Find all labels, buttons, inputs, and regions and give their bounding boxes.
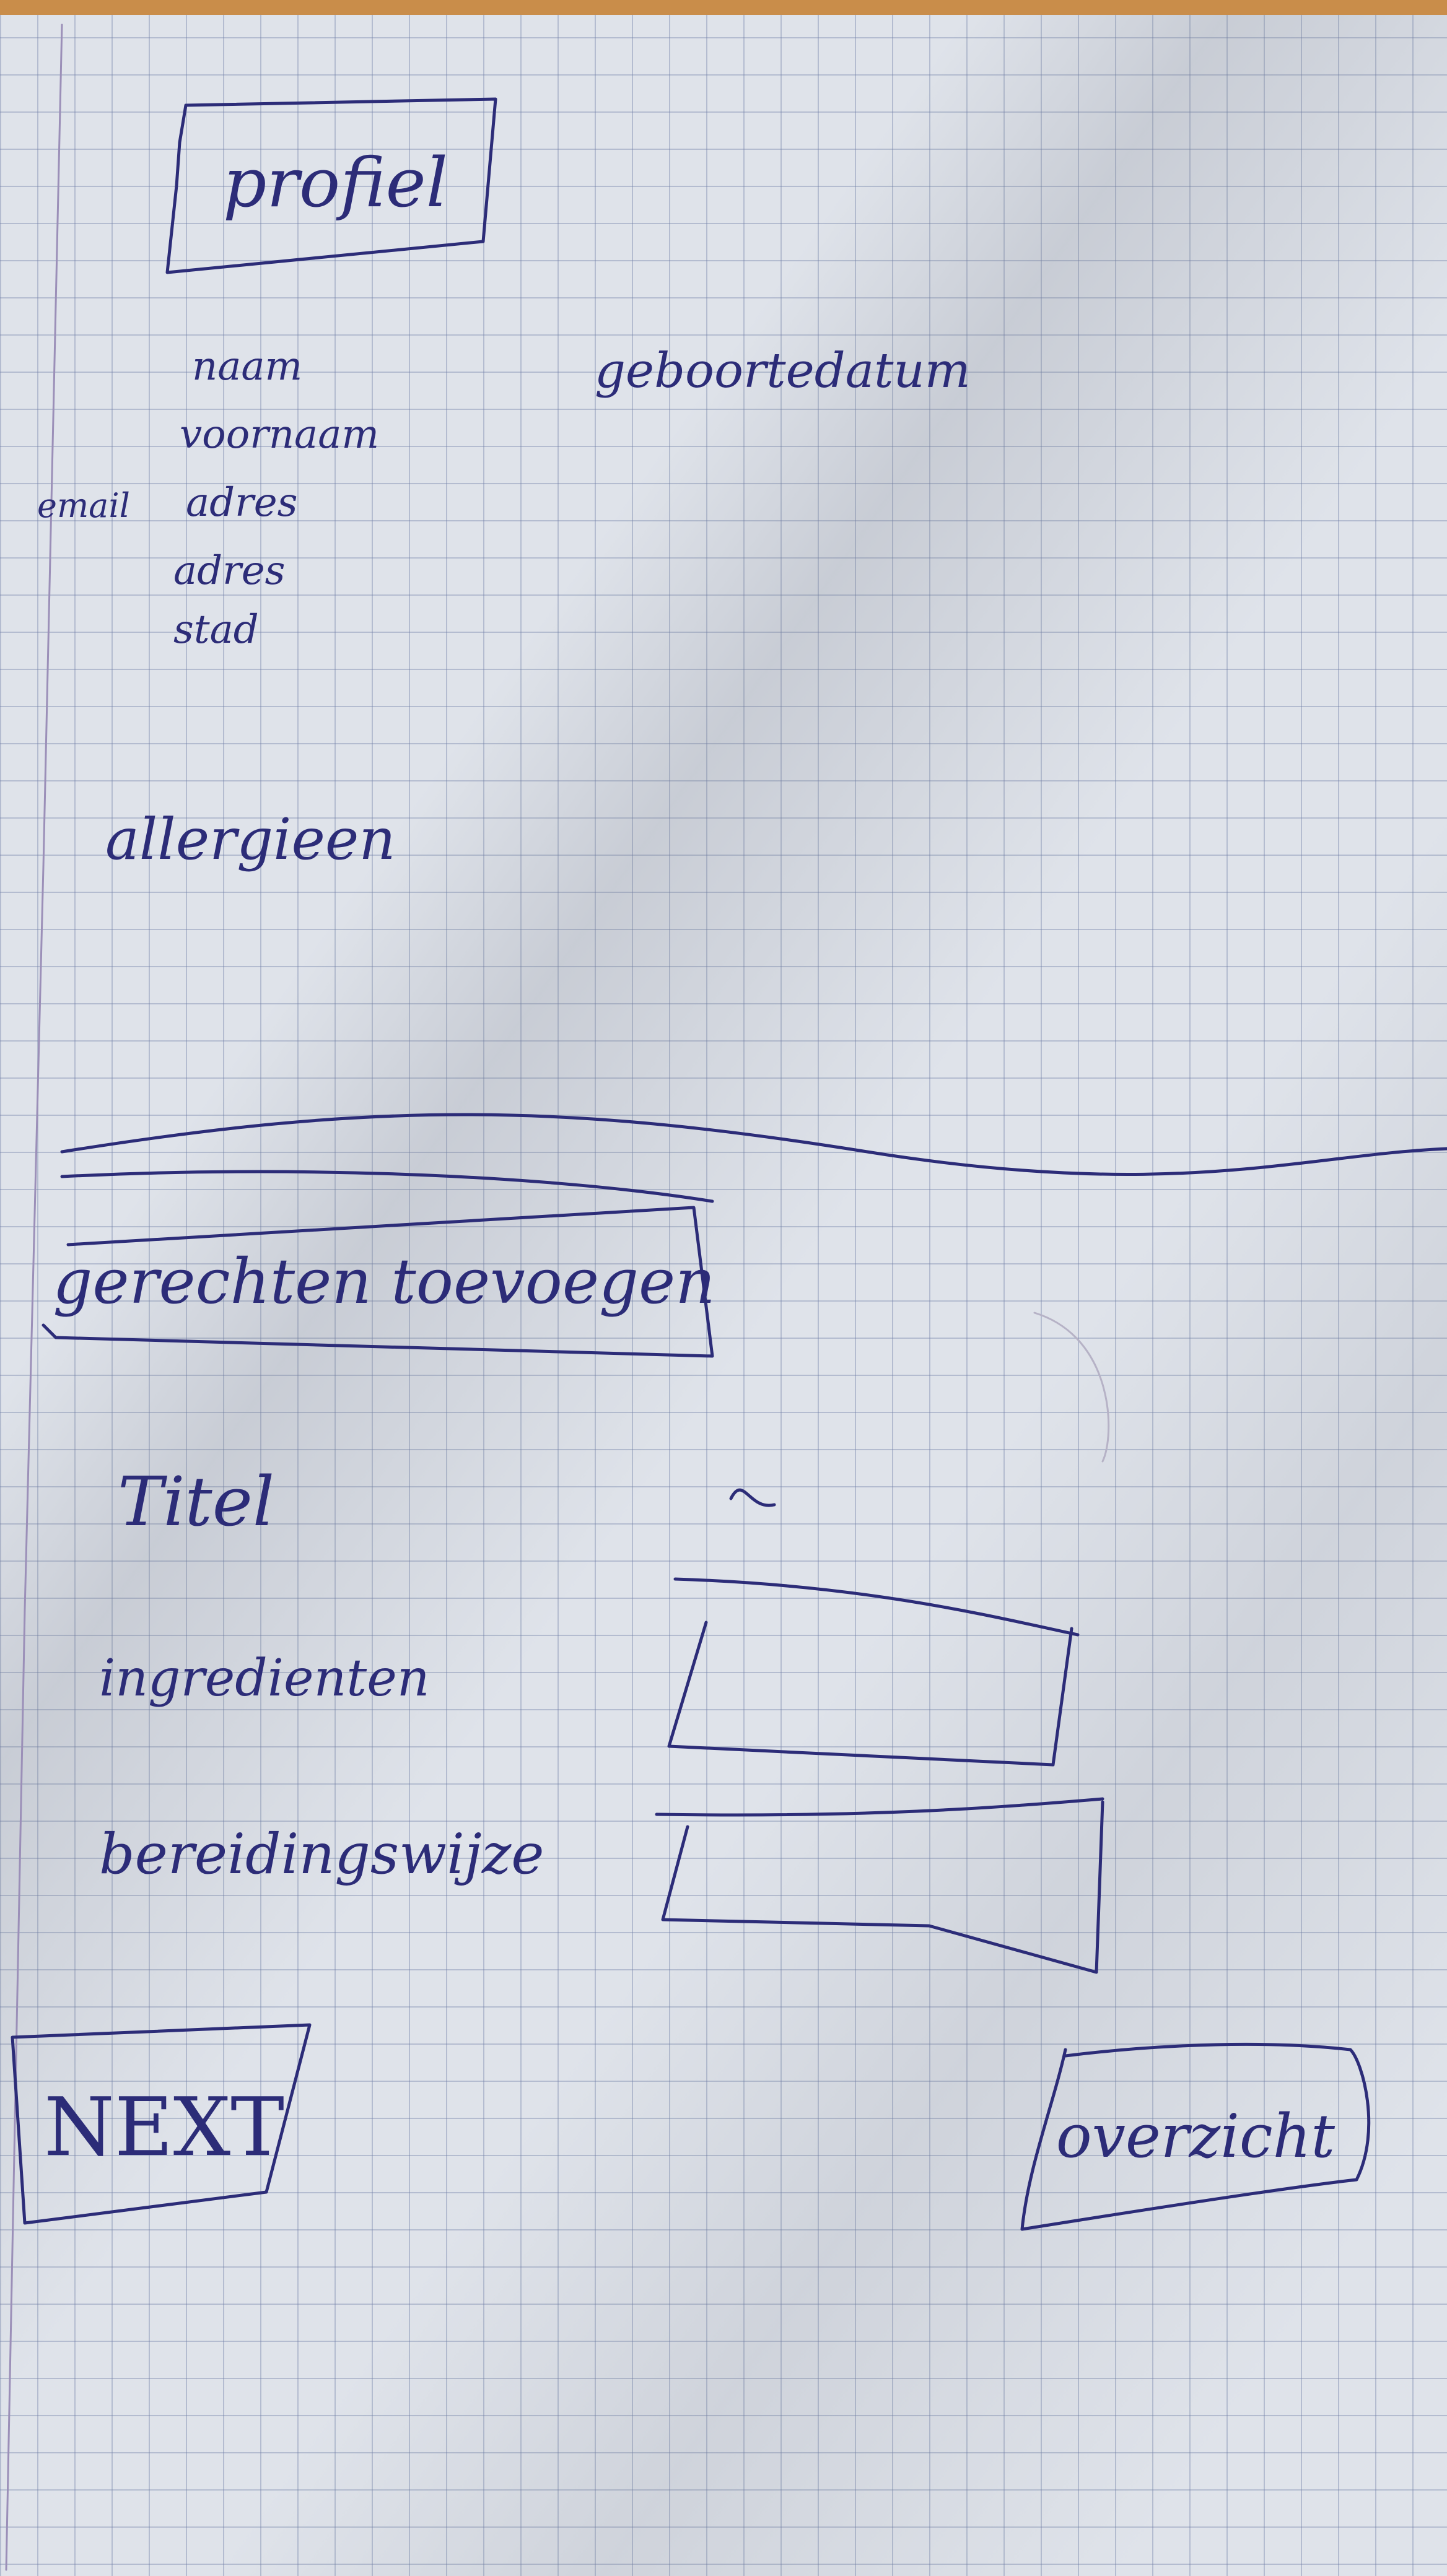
ingredienten-field[interactable]: [675, 1585, 1078, 1765]
profile-title: profiel: [223, 143, 448, 222]
next-button[interactable]: NEXT: [19, 2031, 310, 2223]
email-label: email: [37, 486, 130, 525]
geboortedatum-label: geboortedatum: [595, 343, 971, 399]
overview-button[interactable]: overzicht: [1028, 2043, 1363, 2229]
desk-edge: [0, 0, 1447, 15]
bereidingswijze-label: bereidingswijze: [99, 1822, 544, 1887]
naam-label: naam: [192, 344, 303, 389]
gerechten-toevoegen-header[interactable]: gerechten toevoegen: [53, 1223, 715, 1341]
next-button-label: NEXT: [44, 2080, 284, 2174]
email-value: adres: [186, 480, 298, 526]
stad-label: stad: [173, 607, 259, 653]
adres-label: adres: [173, 548, 286, 594]
allergies-label: allergieen: [105, 806, 396, 872]
ingredienten-label: ingredienten: [99, 1649, 430, 1708]
titel-label: Titel: [118, 1462, 275, 1541]
bereidingswijze-field[interactable]: [663, 1808, 1103, 1969]
voornaam-label: voornaam: [180, 412, 380, 458]
overview-button-label: overzicht: [1056, 2102, 1336, 2171]
gerechten-toevoegen-label: gerechten toevoegen: [53, 1245, 715, 1318]
